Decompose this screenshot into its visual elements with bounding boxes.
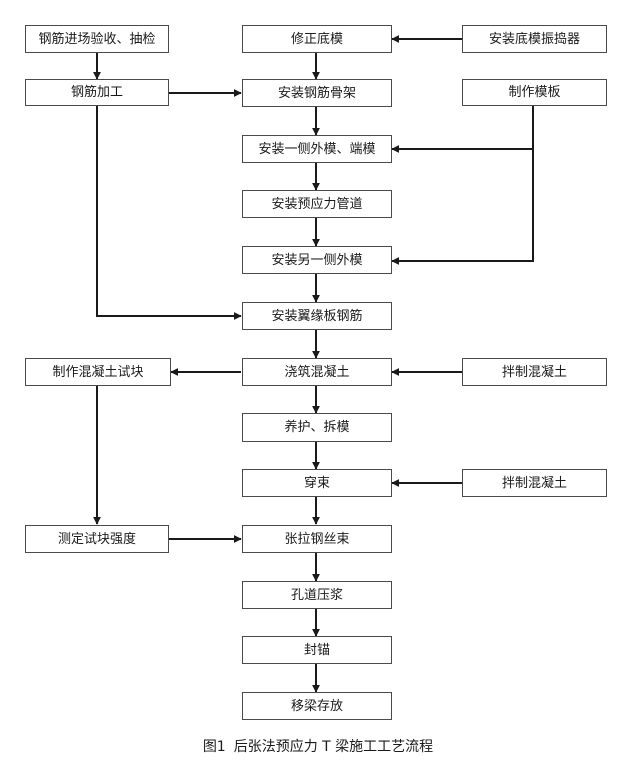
box-threading: 穿束	[242, 469, 392, 497]
box-fix-bottom-form: 修正底模	[242, 25, 392, 53]
arrow-formwork-to-other-side-form	[391, 149, 534, 265]
box-steel-processing: 钢筋加工	[25, 79, 169, 106]
figure-title: 后张法预应力 T 梁施工工艺流程	[233, 739, 434, 755]
box-mix-concrete-1: 拌制混凝土	[462, 358, 607, 386]
box-move-store-beam: 移梁存放	[242, 692, 392, 720]
box-install-side-end-form: 安装一侧外模、端模	[242, 135, 392, 163]
box-install-steel-cage: 安装钢筋骨架	[242, 79, 392, 107]
box-anchor-seal: 封锚	[242, 636, 392, 664]
box-install-vibrator: 安装底模振捣器	[462, 25, 607, 53]
box-install-flange-steel: 安装翼缘板钢筋	[242, 302, 392, 330]
box-cure-demold: 养护、拆模	[242, 413, 392, 442]
arrow-formwork-to-side-form	[391, 106, 534, 153]
box-make-formwork: 制作模板	[462, 79, 607, 106]
figure-caption: 图1 后张法预应力 T 梁施工工艺流程	[0, 736, 636, 756]
box-steel-inspection: 钢筋进场验收、抽检	[25, 25, 169, 53]
box-install-other-side-form: 安装另一侧外模	[242, 246, 392, 274]
box-pour-concrete: 浇筑混凝土	[242, 358, 392, 386]
box-make-test-block: 制作混凝土试块	[25, 358, 171, 386]
box-test-block-strength: 测定试块强度	[25, 525, 169, 553]
box-duct-grouting: 孔道压浆	[242, 581, 392, 609]
figure-number: 图1	[202, 739, 226, 755]
box-install-prestress-duct: 安装预应力管道	[242, 190, 392, 218]
box-tension-strand: 张拉钢丝束	[242, 525, 392, 553]
box-mix-concrete-2: 拌制混凝土	[462, 469, 607, 497]
arrow-processing-to-flange	[96, 106, 242, 320]
